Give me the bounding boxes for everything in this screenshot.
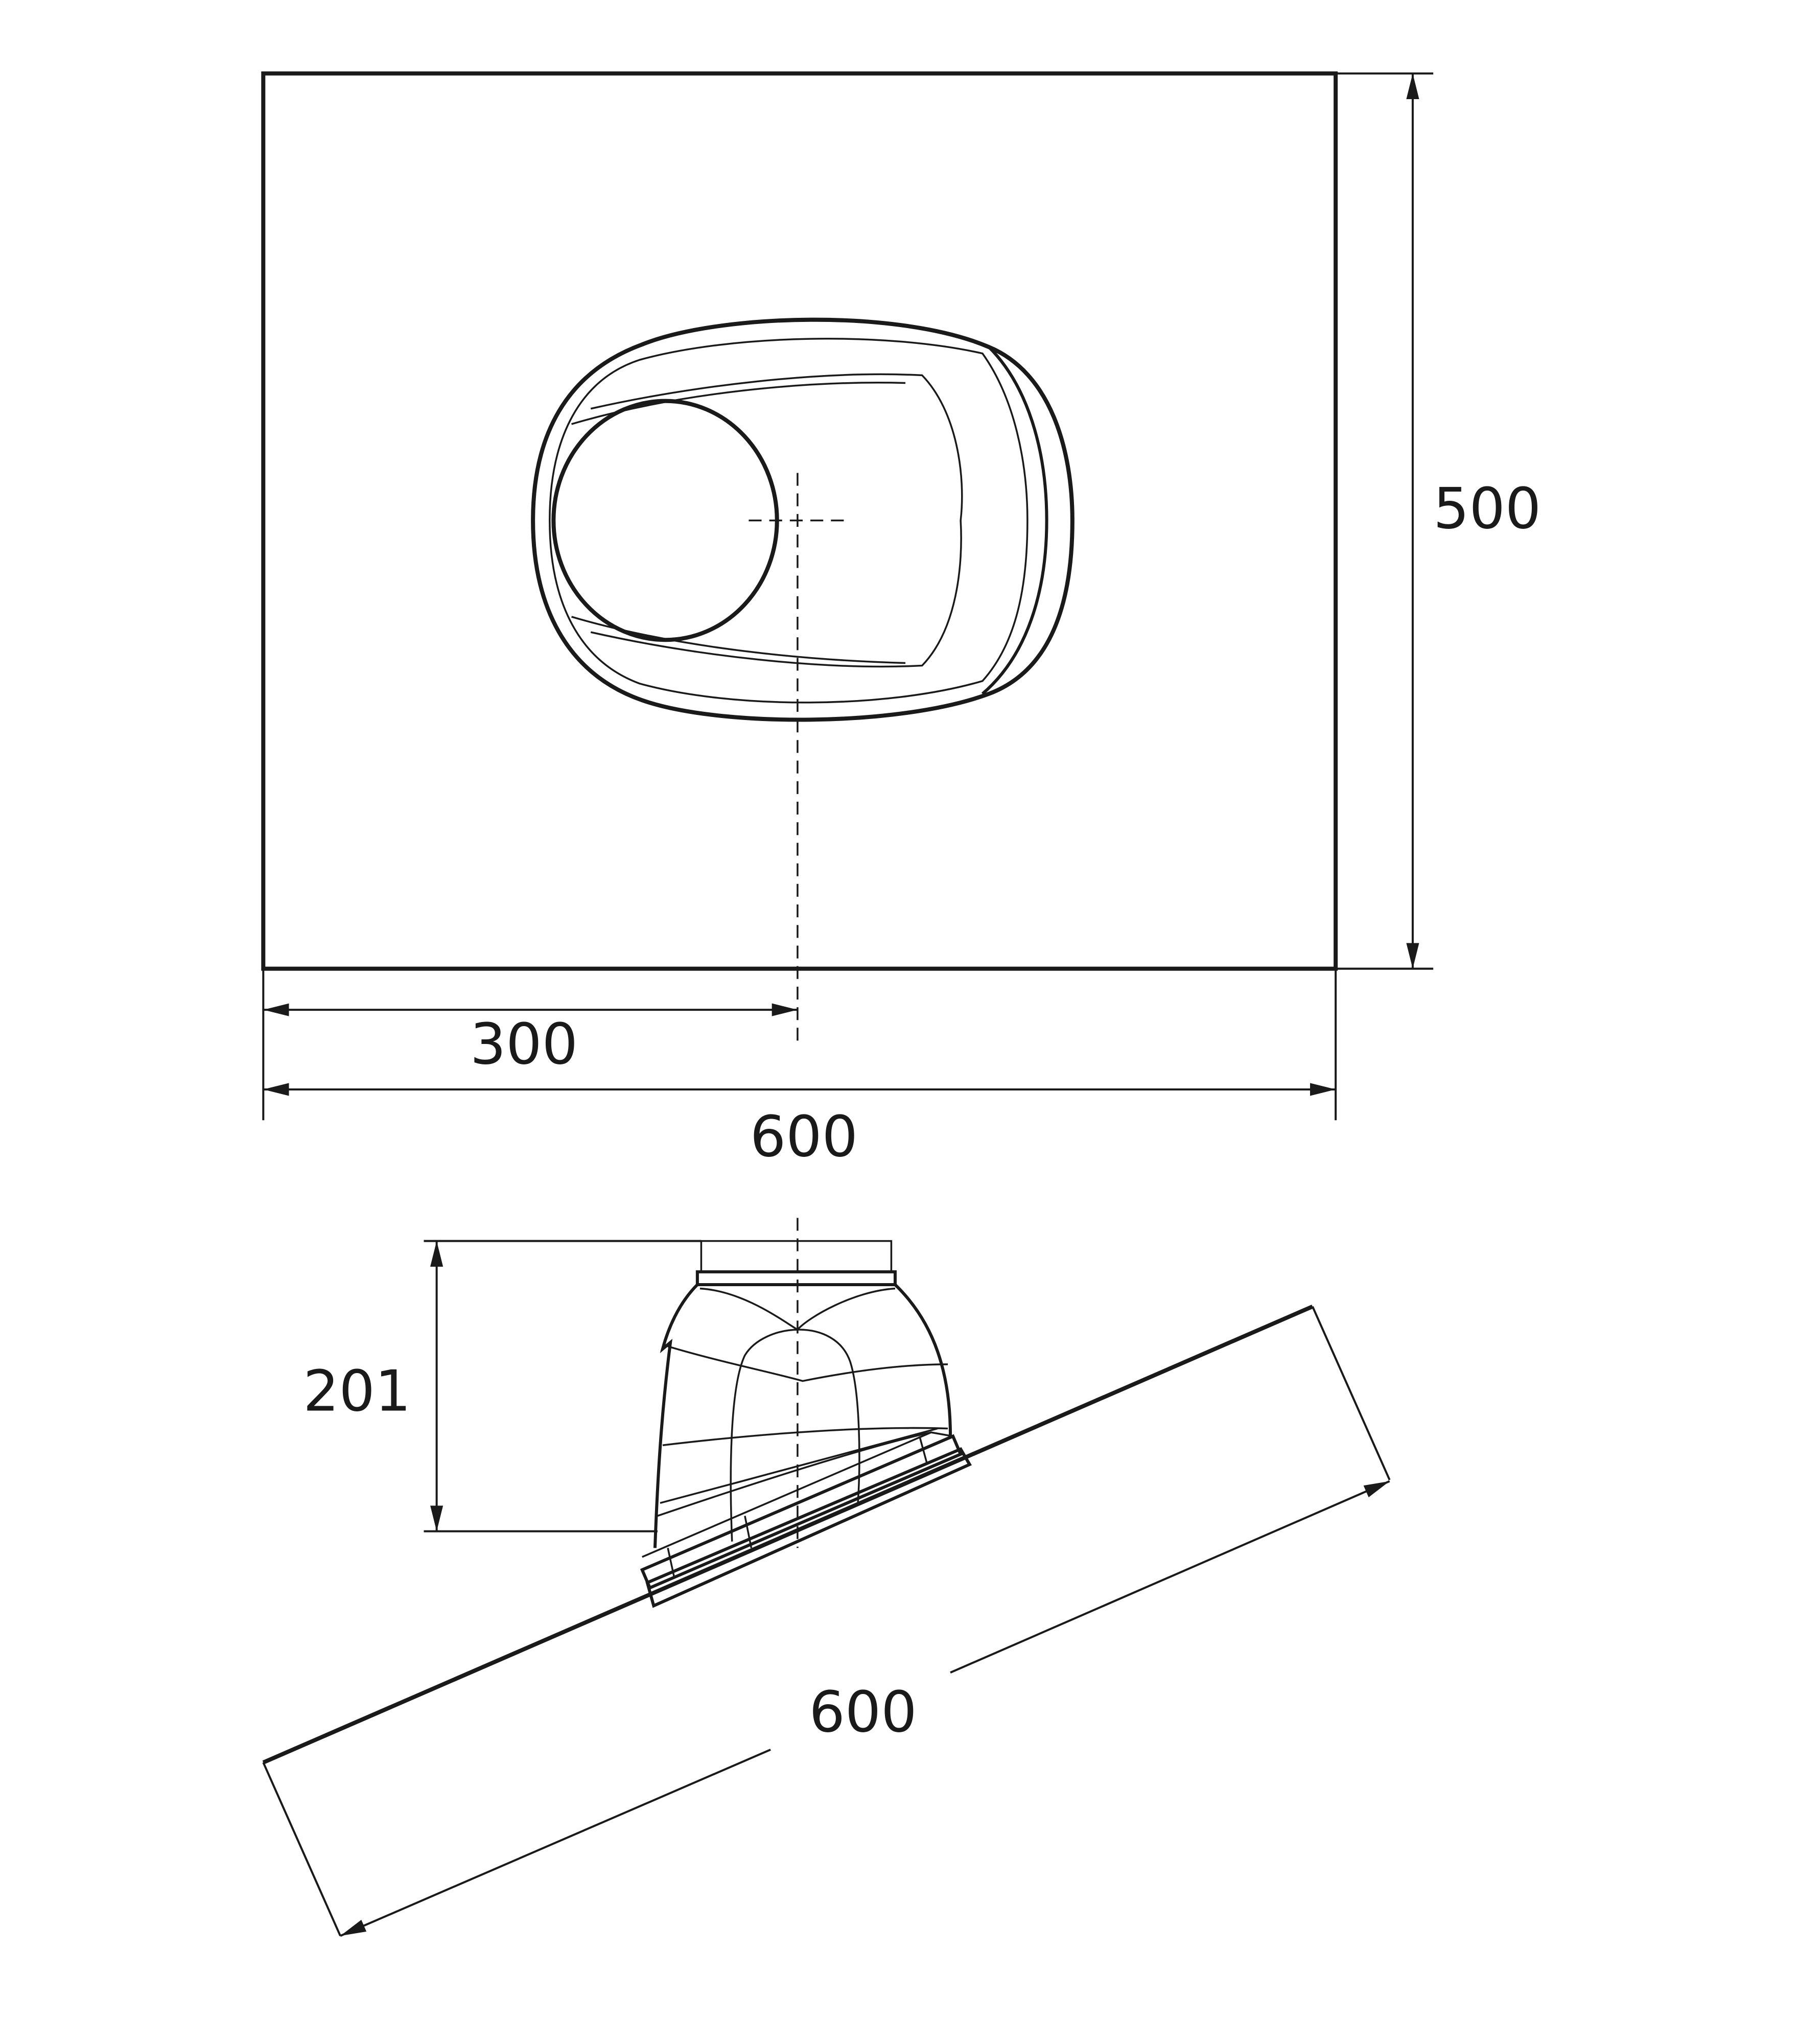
extension-line [1312,1306,1391,1480]
dimension-label-600: 600 [750,1104,858,1170]
side-view: 201 600 [262,1218,1391,1937]
dimension-label-500: 500 [1433,476,1541,542]
dimension-label-300: 300 [470,1012,578,1078]
pipe-inner-arch [730,1329,860,1542]
flange-outer-contour [531,317,1075,722]
flange-inner-contour [549,338,1029,704]
dimension-line-slope-part1 [340,1749,771,1937]
extension-line [262,1762,341,1937]
pipe-body-outline [653,1283,952,1548]
pipe-cone-contour-2 [571,382,906,664]
pipe-cone-contour [590,373,963,668]
flange-ridge-line [981,345,1048,695]
dimension-label-slope-600: 600 [809,1680,917,1746]
base-flange [640,1434,972,1608]
roof-slope-line [262,1305,1314,1764]
dimension-line-slope-part2 [950,1480,1390,1674]
pipe-collar-ring [695,1270,897,1287]
base-flange-ring [642,1431,953,1578]
top-view: 500 300 600 [261,71,1541,1170]
dimension-label-201: 201 [303,1358,411,1424]
flashing-plate-outline [261,71,1338,971]
pipe-opening [551,399,779,642]
pipe-top-collar [700,1240,893,1273]
